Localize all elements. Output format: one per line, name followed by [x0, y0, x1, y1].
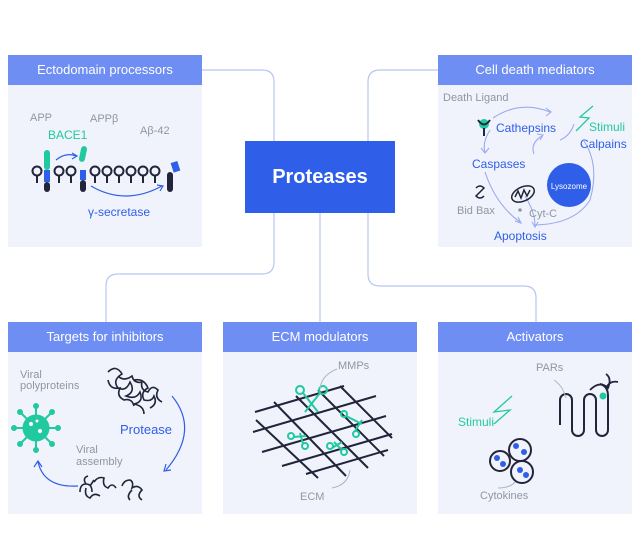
scissors-small-icon-3 — [326, 441, 348, 456]
cell-death-illustration — [474, 105, 595, 229]
panel-cell-death-titlebar — [438, 55, 632, 85]
virus-icon — [11, 403, 61, 453]
app-beta-fragment — [78, 146, 88, 192]
label-stimuli: Stimuli — [589, 120, 626, 134]
center-title: Proteases — [272, 166, 368, 188]
death-receptor — [477, 119, 491, 136]
scissors-icons — [287, 385, 363, 456]
panel-title-ecm: ECM modulators — [271, 329, 369, 344]
label-caspases: Caspases — [472, 157, 526, 171]
scissors-large-icon — [295, 385, 328, 413]
label-pars: PARs — [536, 362, 564, 374]
panel-ectodomain-titlebar — [8, 55, 202, 85]
panel-ecm-titlebar — [223, 322, 417, 352]
panel-title-cell-death: Cell death mediators — [475, 62, 595, 77]
abeta42-fragment — [167, 161, 181, 192]
label-ecm: ECM — [300, 491, 325, 503]
label-polyproteins: polyproteins — [20, 380, 80, 392]
label-viral-2: Viral — [76, 444, 98, 456]
label-cytokines: Cytokines — [480, 490, 529, 502]
panel-activators-titlebar — [438, 322, 632, 352]
bid-bax-icon — [474, 185, 486, 199]
label-calpains: Calpains — [580, 137, 627, 151]
connector-lines — [105, 69, 537, 322]
label-cyt-c: Cyt-C — [529, 208, 558, 220]
label-assembly: assembly — [76, 456, 123, 468]
panel-title-targets: Targets for inhibitors — [46, 329, 164, 344]
activators-illustration — [489, 373, 619, 489]
label-mmps: MMPs — [338, 360, 370, 372]
par-tethered-ligand — [589, 373, 619, 400]
par-receptor — [559, 383, 609, 437]
cytokine-cells — [489, 438, 534, 484]
scissors-small-icon-2 — [287, 432, 309, 450]
label-abeta42: Aβ-42 — [140, 125, 170, 137]
label-app: APP — [30, 112, 53, 124]
polyprotein-tangle — [107, 367, 163, 415]
panel-title-activators: Activators — [506, 329, 564, 344]
targets-illustration — [11, 367, 186, 501]
label-protease: Protease — [120, 422, 173, 437]
label-cathepsins: Cathepsins — [496, 121, 557, 135]
app-protein — [44, 150, 50, 192]
scissors-small-icon-1 — [340, 410, 363, 438]
peptide-fragments — [79, 475, 144, 501]
lysozome-circle — [547, 163, 591, 207]
panel-activators-bg — [438, 352, 632, 514]
label-gamma-secretase: γ-secretase — [88, 205, 151, 219]
panel-title-ectodomain: Ectodomain processors — [37, 62, 173, 77]
ecm-illustration — [252, 368, 393, 489]
stimuli-bolt-2 — [492, 395, 513, 425]
label-apoptosis: Apoptosis — [494, 229, 547, 243]
label-lysozome: Lysozome — [550, 182, 588, 191]
protease-arrow — [165, 395, 186, 471]
mitochondria-icon — [510, 185, 536, 203]
stimuli-bolt — [575, 105, 594, 132]
membrane-proteins — [31, 165, 161, 183]
label-viral: Viral — [20, 369, 42, 381]
panel-ecm-bg — [223, 352, 417, 514]
ectodomain-illustration — [31, 146, 181, 197]
label-app-beta: APPβ — [90, 113, 119, 125]
ectodomain-arrows — [55, 152, 164, 197]
center-box — [245, 141, 395, 213]
label-bid-bax: Bid Bax — [457, 205, 495, 217]
label-bace1: BACE1 — [48, 128, 88, 142]
panel-targets-titlebar — [8, 322, 202, 352]
label-death-ligand: Death Ligand — [443, 92, 509, 104]
label-stimuli-2: Stimuli — [458, 415, 495, 429]
